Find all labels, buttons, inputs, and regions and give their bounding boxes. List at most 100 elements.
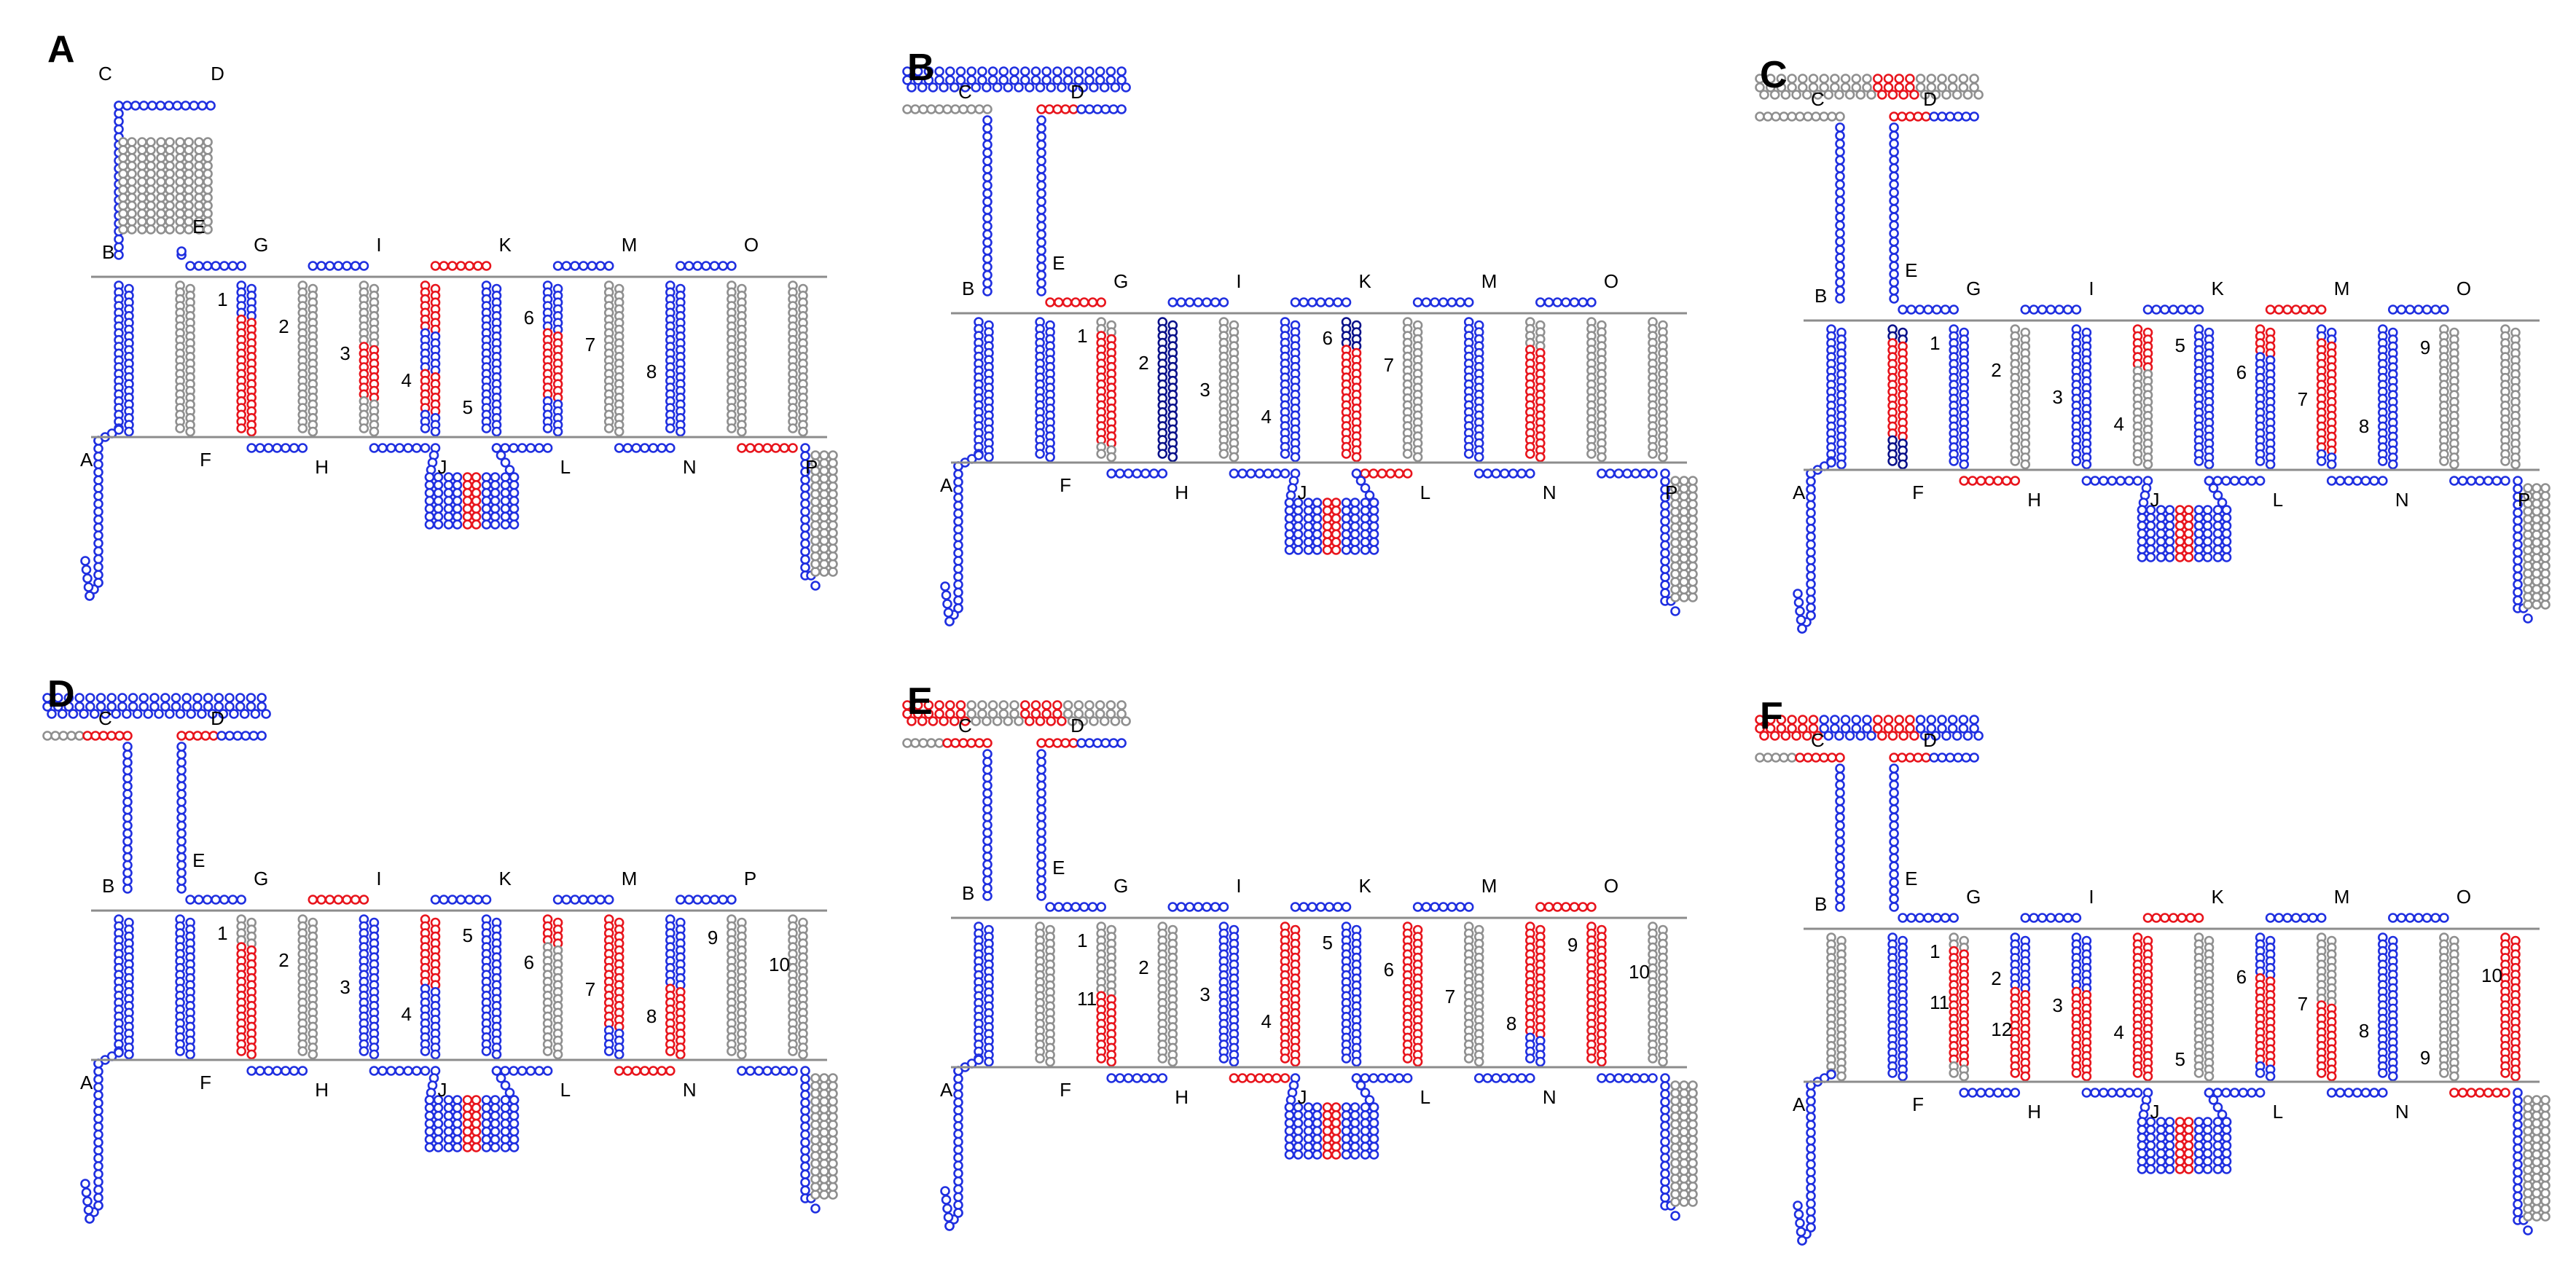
residue-bead	[1835, 885, 1845, 896]
residue-bead	[2532, 530, 2542, 540]
residue-bead	[1889, 869, 1899, 880]
residue-bead	[127, 224, 137, 235]
residue-bead	[828, 1080, 838, 1091]
residue-bead	[945, 66, 955, 76]
residue-bead	[146, 160, 156, 171]
residue-bead	[1806, 1183, 1816, 1193]
residue-bead	[185, 895, 195, 905]
residue-bead	[2160, 913, 2170, 923]
residue-bead	[1958, 74, 1969, 84]
residue-bead	[462, 1103, 473, 1113]
residue-bead	[2388, 913, 2398, 923]
residue-bead	[2142, 1071, 2153, 1082]
residue-bead	[424, 479, 435, 490]
residue-bead	[1688, 576, 1698, 587]
residue-bead	[614, 443, 625, 453]
residue-bead	[1660, 540, 1670, 551]
residue-bead	[810, 1203, 821, 1214]
residue-bead	[2054, 304, 2064, 315]
residue-bead	[1679, 506, 1689, 517]
residue-bead	[828, 1190, 838, 1200]
residue-bead	[800, 530, 810, 541]
residue-bead	[810, 527, 821, 538]
residue-bead	[1835, 155, 1845, 165]
residue-bead	[156, 216, 166, 227]
residue-bead	[137, 192, 147, 203]
residue-bead	[281, 443, 291, 453]
residue-bead	[1889, 122, 1899, 133]
residue-bead	[481, 519, 492, 530]
residue-bead	[2145, 552, 2156, 562]
residue-bead	[1889, 171, 1899, 181]
residue-bead	[443, 1142, 454, 1152]
residue-bead	[1412, 297, 1423, 307]
residue-bead	[1793, 1201, 1803, 1211]
residue-bead	[203, 145, 213, 155]
residue-bead	[1184, 297, 1195, 307]
residue-bead	[2168, 913, 2179, 923]
residue-bead	[2185, 304, 2196, 315]
residue-bead	[1290, 452, 1301, 463]
residue-bead	[1331, 521, 1342, 532]
residue-bead	[966, 700, 976, 710]
residue-bead	[189, 101, 200, 111]
residue-bead	[424, 487, 435, 498]
residue-bead	[810, 567, 821, 577]
residue-bead	[1369, 1125, 1379, 1136]
residue-bead	[1670, 1150, 1680, 1160]
residue-bead	[2439, 1068, 2449, 1078]
residue-bead	[953, 556, 963, 566]
residue-bead	[42, 731, 52, 741]
residue-bead	[992, 716, 1003, 726]
residue-bead	[1036, 254, 1046, 264]
residue-bead	[1312, 1117, 1323, 1128]
residue-bead	[2396, 913, 2407, 923]
residue-bead	[1755, 111, 1765, 122]
residue-bead	[1660, 1176, 1670, 1187]
residue-bead	[1036, 180, 1046, 191]
residue-bead	[966, 104, 976, 114]
residue-bead	[443, 495, 454, 506]
residue-bead	[263, 1066, 274, 1076]
residue-bead	[2247, 1088, 2257, 1098]
residue-bead	[1793, 597, 1804, 608]
residue-bead	[2132, 1088, 2143, 1098]
residue-bead	[1949, 304, 1959, 315]
residue-bead	[462, 1110, 473, 1121]
residue-bead	[165, 145, 175, 155]
residue-bead	[203, 693, 214, 703]
residue-bead	[2491, 476, 2502, 486]
residue-bead	[2290, 304, 2301, 315]
residue-bead	[1263, 1073, 1273, 1083]
residue-bead	[1835, 795, 1845, 806]
residue-bead	[1315, 297, 1326, 307]
residue-bead	[1290, 297, 1301, 307]
residue-bead	[1210, 297, 1221, 307]
residue-bead	[1835, 171, 1845, 181]
residue-bead	[443, 1110, 454, 1121]
residue-bead	[902, 738, 912, 748]
residue-bead	[2221, 544, 2232, 555]
residue-bead	[93, 522, 103, 533]
residue-bead	[542, 443, 553, 453]
residue-bead	[1350, 1117, 1361, 1128]
residue-bead	[2388, 304, 2398, 315]
residue-bead	[1835, 187, 1845, 198]
residue-bead	[1446, 297, 1457, 307]
residue-bead	[2500, 1088, 2510, 1098]
residue-bead	[1889, 269, 1899, 280]
residue-bead	[1688, 483, 1698, 494]
residue-bead	[211, 261, 221, 271]
residue-bead	[1036, 796, 1046, 806]
residue-bead	[982, 738, 993, 748]
residue-bead	[1961, 111, 1971, 122]
residue-bead	[2466, 476, 2477, 486]
residue-bead	[93, 483, 103, 493]
residue-bead	[943, 1212, 954, 1222]
residue-bead	[1679, 522, 1689, 533]
residue-bead	[2107, 476, 2118, 486]
residue-bead	[800, 1177, 810, 1187]
residue-bead	[2156, 544, 2166, 555]
residue-bead	[1036, 188, 1046, 199]
residue-bead	[403, 1066, 413, 1076]
